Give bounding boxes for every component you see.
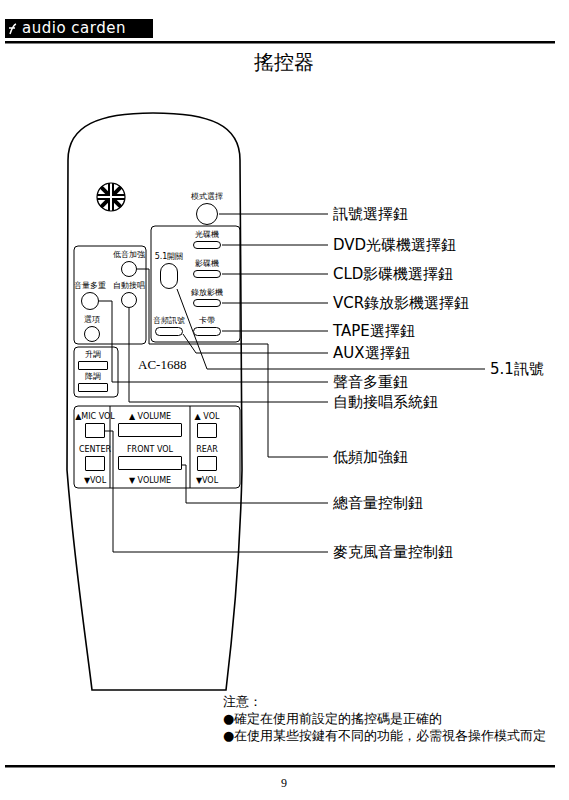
button-label: 降調 (78, 372, 108, 382)
remote-button: 音量多重 (74, 281, 106, 310)
callout-label: 麥克風音量控制鈕 (333, 543, 453, 561)
button-label: REAR (196, 445, 218, 455)
button-label: 升調 (78, 350, 108, 360)
callout-label: 總音量控制鈕 (333, 494, 423, 512)
bottom-rule (5, 765, 555, 768)
callout-label: VCR錄放影機選擇鈕 (333, 294, 469, 312)
button-shape (193, 241, 221, 249)
callout-label: TAPE選擇鈕 (333, 322, 415, 340)
button-label: ▲ VOL (195, 412, 220, 422)
button-label: 卡帶 (193, 316, 221, 326)
remote-button: 升調 (78, 350, 108, 370)
button-label: FRONT VOL (118, 445, 182, 455)
callout-label: 低頻加強鈕 (333, 448, 408, 466)
remote-button: 錄放影機 (191, 288, 223, 307)
button-label: CENTER (79, 445, 111, 455)
button-shape (193, 299, 221, 307)
brand-logo: audio carden (22, 19, 126, 37)
button-shape (78, 383, 108, 392)
callout-label: 自動接唱系統鈕 (333, 393, 438, 411)
button-label: 自動接唱 (113, 281, 145, 291)
remote-button: 自動接唱 (113, 281, 145, 308)
note-text: ●在使用某些按鍵有不同的功能，必需視各操作模式而定 (223, 728, 546, 744)
remote-button: 影碟機 (193, 259, 221, 278)
button-shape (121, 261, 137, 277)
remote-button: 光碟機 (193, 230, 221, 249)
remote-button: REAR (196, 445, 218, 471)
callout-label: CLD影碟機選擇鈕 (333, 265, 453, 283)
button-label: ▲MIC VOL (75, 412, 115, 422)
model-number: AC-1688 (138, 357, 186, 373)
button-shape (121, 292, 137, 308)
button-label: ▲ VOLUME (118, 412, 182, 422)
button-label: ▼VOL (196, 476, 218, 486)
button-label: 光碟機 (193, 230, 221, 240)
button-shape (196, 203, 218, 225)
remote-button: 模式選擇 (191, 192, 223, 225)
remote-button: 低音加強 (113, 250, 145, 277)
button-label: 選項 (84, 315, 100, 325)
button-label: 錄放影機 (191, 288, 223, 298)
button-label: 模式選擇 (191, 192, 223, 202)
button-label: 音量多重 (74, 281, 106, 291)
callout-label: 5.1訊號 (490, 360, 544, 378)
page-title: 搖控器 (254, 50, 314, 74)
remote-button: 降調 (78, 372, 108, 392)
button-shape (197, 423, 217, 438)
callout-label: AUX選擇鈕 (333, 344, 410, 362)
speaker-grille (95, 181, 127, 213)
button-shape (197, 456, 217, 471)
remote-button: CENTER (79, 445, 111, 471)
remote-button: 5.1開關 (155, 252, 184, 289)
remote-node: AC-1688 模式選擇光碟機 5.1開關影碟機 低音加強自動接唱音量多重錄放影機選項… (60, 105, 250, 695)
top-rule (5, 41, 555, 44)
button-shape (118, 456, 182, 470)
remote-button: FRONT VOL (118, 445, 182, 470)
remote-button: ▲ VOLUME (118, 412, 182, 437)
button-shape (155, 327, 183, 336)
remote-button: ▲ VOL (195, 412, 220, 438)
button-shape (85, 423, 105, 438)
note-text: ●確定在使用前設定的搖控碼是正確的 (223, 711, 442, 727)
callout-label: 訊號選擇鈕 (333, 205, 408, 223)
button-shape (84, 326, 100, 342)
button-label: ▼ VOLUME (129, 476, 171, 486)
remote-button: 音頻訊號 (153, 316, 185, 336)
button-shape (193, 327, 221, 336)
button-shape (193, 270, 221, 278)
button-label: 低音加強 (113, 250, 145, 260)
button-label: 音頻訊號 (153, 316, 185, 326)
remote-button: 卡帶 (193, 316, 221, 336)
remote-button: 選項 (84, 315, 100, 342)
logo-bar (5, 19, 153, 38)
button-shape (81, 292, 99, 310)
button-shape (118, 423, 182, 437)
button-shape (85, 456, 105, 471)
button-label: ▼VOL (84, 476, 106, 486)
remote-button: ▲MIC VOL (75, 412, 115, 438)
page-number: 9 (281, 776, 287, 790)
button-panels (74, 226, 240, 488)
leader-lines (99, 214, 485, 552)
note-text: 注意： (223, 694, 262, 710)
button-label: 影碟機 (193, 259, 221, 269)
button-label: 5.1開關 (155, 252, 184, 262)
button-shape (160, 263, 178, 289)
callout-label: DVD光碟機選擇鈕 (333, 236, 456, 254)
button-shape (78, 361, 108, 370)
callout-label: 聲音多重鈕 (333, 373, 408, 391)
